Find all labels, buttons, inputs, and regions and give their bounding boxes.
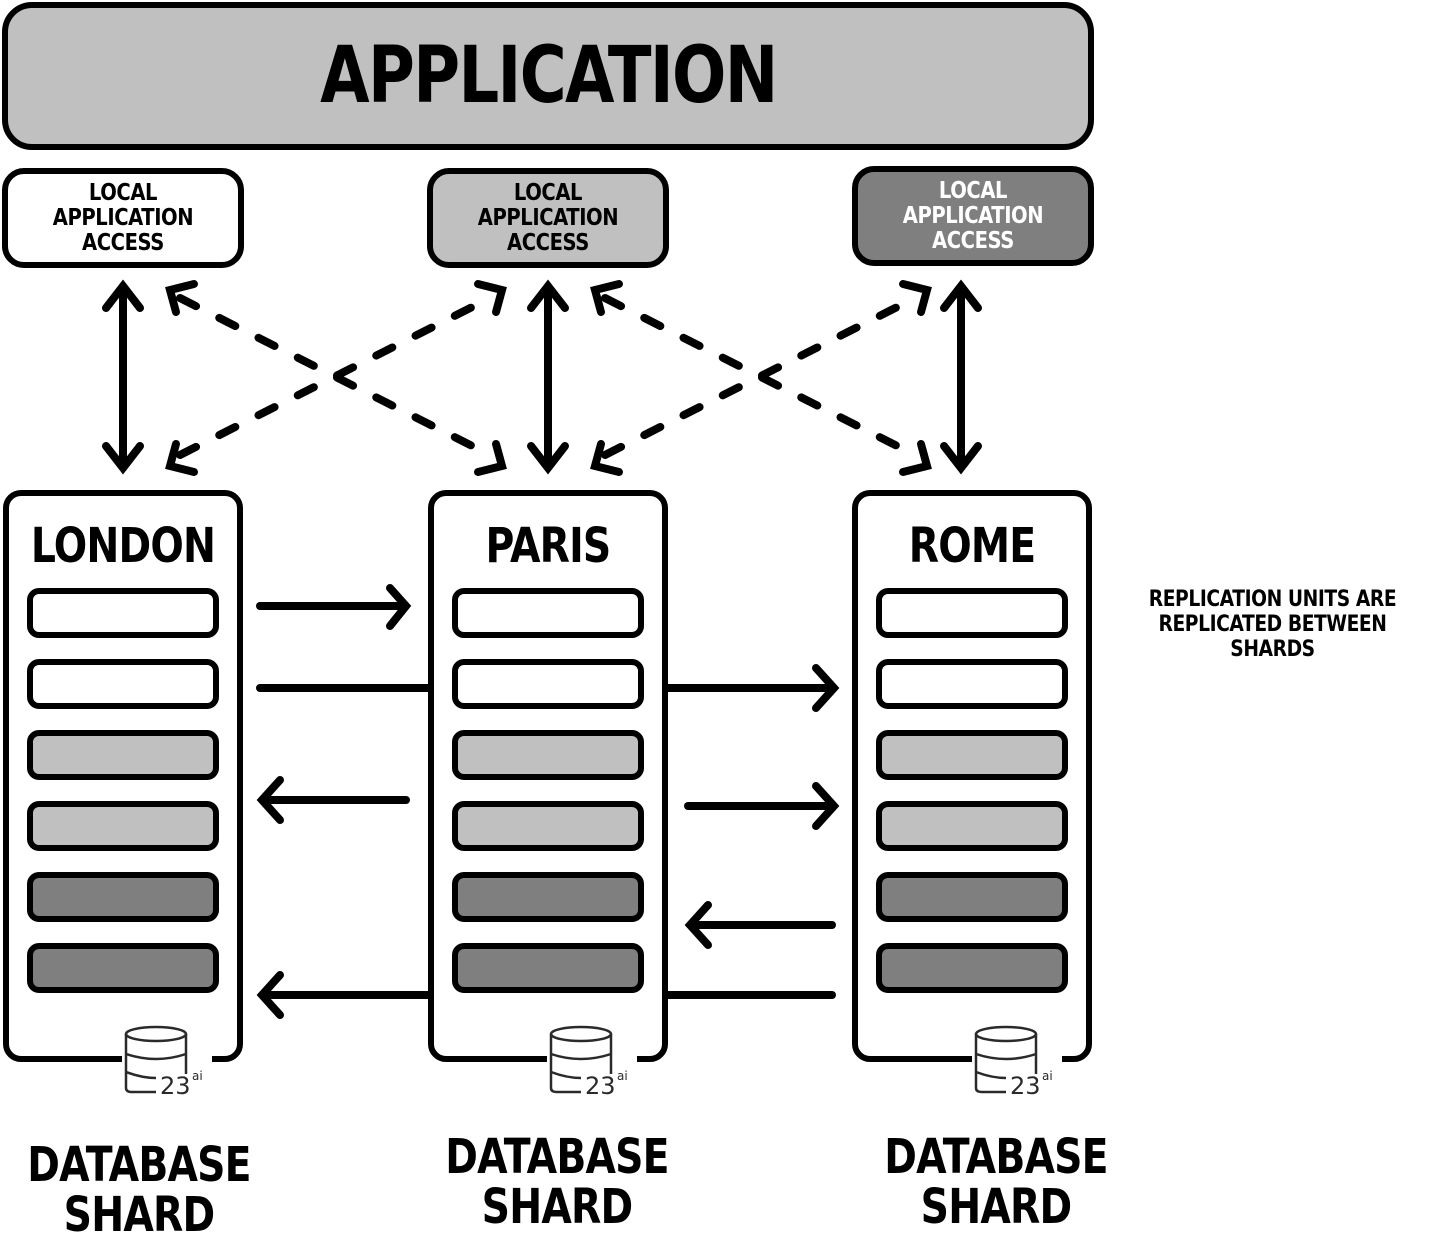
shard-paris: PARIS	[428, 490, 668, 1062]
application-title: APPLICATION	[319, 31, 778, 121]
replication-unit	[27, 659, 219, 709]
shard-name: LONDON	[30, 518, 216, 574]
svg-text:23: 23	[1010, 1072, 1041, 1096]
shard-london: LONDON	[3, 490, 243, 1062]
replication-unit	[452, 730, 644, 780]
replication-unit	[452, 872, 644, 922]
dashed-cross-left	[176, 294, 494, 459]
local-access-label: LOCAL APPLICATION ACCESS	[52, 179, 194, 256]
replication-unit	[452, 943, 644, 993]
replication-note: REPLICATION UNITS ARE REPLICATED BETWEEN…	[1148, 587, 1397, 662]
svg-text:ai: ai	[1042, 1069, 1053, 1083]
replication-arrow-rome-to-paris	[684, 901, 836, 949]
application-box: APPLICATION	[2, 2, 1094, 150]
local-access-paris: LOCAL APPLICATION ACCESS	[427, 168, 669, 268]
replication-unit	[27, 943, 219, 993]
double-arrow-london	[102, 279, 144, 475]
double-arrow-rome	[940, 279, 982, 475]
replication-arrow-london-to-paris	[256, 584, 412, 630]
local-access-label: LOCAL APPLICATION ACCESS	[477, 179, 619, 256]
replication-unit	[876, 872, 1068, 922]
database-icon-london: 23 ai	[122, 1024, 212, 1100]
replication-unit	[27, 801, 219, 851]
database-cylinder-icon: 23 ai	[549, 1025, 628, 1100]
double-arrow-paris	[527, 279, 569, 475]
local-access-london: LOCAL APPLICATION ACCESS	[2, 168, 244, 268]
dashed-arrowheads	[165, 280, 932, 476]
shard-name: ROME	[908, 518, 1036, 574]
replication-unit	[27, 872, 219, 922]
shard-rome: ROME	[852, 490, 1092, 1062]
replication-arrow-paris-to-rome	[684, 782, 840, 830]
svg-text:ai: ai	[192, 1069, 203, 1083]
svg-text:23: 23	[160, 1072, 191, 1096]
replication-arrow-paris-to-london	[256, 776, 410, 824]
replication-unit	[27, 588, 219, 638]
shard-name: PARIS	[485, 518, 612, 574]
replication-unit	[876, 659, 1068, 709]
shard-caption-paris: DATABASE SHARD	[445, 1129, 669, 1235]
database-icon-rome: 23 ai	[972, 1024, 1062, 1100]
local-access-rome: LOCAL APPLICATION ACCESS	[852, 166, 1094, 266]
dashed-cross-right	[601, 294, 919, 459]
replication-unit	[876, 588, 1068, 638]
shard-caption-london: DATABASE SHARD	[27, 1137, 251, 1243]
replication-unit	[452, 659, 644, 709]
database-cylinder-icon: 23 ai	[974, 1025, 1053, 1100]
replication-unit	[876, 801, 1068, 851]
replication-unit	[876, 943, 1068, 993]
database-icon-paris: 23 ai	[547, 1024, 637, 1100]
local-access-label: LOCAL APPLICATION ACCESS	[902, 177, 1044, 254]
svg-text:23: 23	[585, 1072, 616, 1096]
replication-unit	[452, 801, 644, 851]
database-cylinder-icon: 23 ai	[124, 1025, 203, 1100]
shard-caption-rome: DATABASE SHARD	[884, 1129, 1108, 1235]
svg-text:ai: ai	[617, 1069, 628, 1083]
replication-unit	[27, 730, 219, 780]
replication-unit	[452, 588, 644, 638]
replication-unit	[876, 730, 1068, 780]
